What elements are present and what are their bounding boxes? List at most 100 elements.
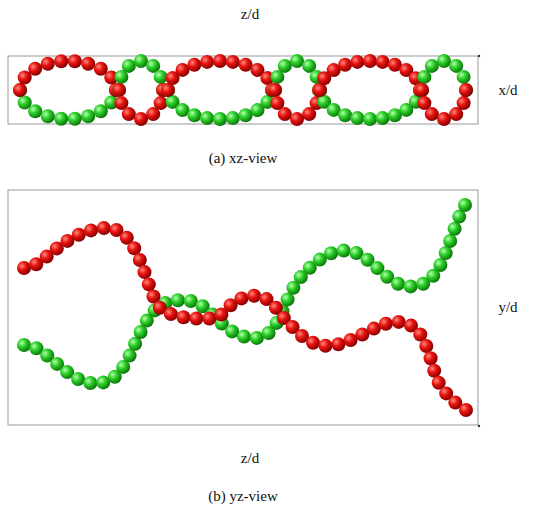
bead — [200, 111, 214, 125]
bead — [239, 58, 253, 72]
bead — [278, 107, 292, 121]
bead — [13, 83, 27, 97]
panel-caption: (a) xz-view — [207, 150, 280, 167]
chain-bond — [24, 205, 465, 383]
bead — [457, 70, 471, 84]
bead — [376, 111, 390, 125]
chain-bond — [20, 90, 116, 119]
bead — [200, 55, 214, 69]
bead — [17, 338, 31, 352]
bead — [225, 324, 239, 338]
bead — [213, 112, 227, 126]
bead — [268, 83, 282, 97]
bead — [459, 403, 473, 417]
bead — [112, 83, 126, 97]
bead — [425, 107, 439, 121]
chain-bond — [20, 61, 116, 90]
bead — [331, 337, 345, 351]
bead — [391, 277, 405, 291]
bead — [13, 83, 27, 97]
corner-dot — [478, 425, 480, 427]
bead — [427, 364, 441, 378]
chain-bond — [24, 228, 466, 410]
bead — [41, 57, 55, 71]
bead — [439, 246, 453, 260]
bead — [338, 58, 352, 72]
bead — [415, 83, 429, 97]
bead — [41, 109, 55, 123]
panel-caption: (b) yz-view — [206, 488, 280, 505]
bead — [68, 54, 82, 68]
bead — [376, 55, 390, 69]
bead — [134, 54, 148, 68]
bead — [247, 289, 261, 303]
bead — [392, 315, 406, 329]
bead — [226, 111, 240, 125]
bead — [161, 83, 175, 97]
bead — [71, 372, 85, 386]
bead — [213, 54, 227, 68]
bead — [72, 228, 86, 242]
bead — [122, 107, 136, 121]
bead — [433, 258, 447, 272]
bead — [54, 112, 68, 126]
bead — [84, 223, 98, 237]
bead — [83, 376, 97, 390]
bead — [171, 293, 185, 307]
bead — [28, 62, 42, 76]
bead — [448, 222, 462, 236]
bead — [268, 83, 282, 97]
bead — [404, 279, 418, 293]
bead — [459, 83, 473, 97]
bead — [54, 54, 68, 68]
bead — [226, 55, 240, 69]
bead — [319, 339, 333, 353]
bead — [187, 58, 201, 72]
bead — [189, 312, 203, 326]
bead — [278, 59, 292, 73]
bead — [154, 70, 168, 84]
bead — [424, 351, 438, 365]
bead — [164, 307, 178, 321]
bead — [176, 63, 190, 77]
bead — [363, 54, 377, 68]
bead — [379, 317, 393, 331]
bead — [367, 322, 381, 336]
bead — [28, 104, 42, 118]
bead — [154, 96, 168, 110]
panel-frame — [8, 190, 478, 425]
bead — [443, 234, 457, 248]
axis-label: z/d — [239, 6, 261, 23]
corner-dot — [478, 55, 480, 57]
bead — [338, 108, 352, 122]
bead — [134, 112, 148, 126]
bead-chains — [13, 54, 473, 417]
bead — [122, 59, 136, 73]
bead — [337, 244, 351, 258]
bead — [457, 96, 471, 110]
bead — [177, 310, 191, 324]
bead — [290, 112, 304, 126]
bead — [437, 54, 451, 68]
bead — [187, 108, 201, 122]
axis-label: y/d — [496, 299, 519, 316]
bead — [290, 54, 304, 68]
bead — [306, 336, 320, 350]
bead — [459, 83, 473, 97]
bead — [176, 103, 190, 117]
bead — [437, 112, 451, 126]
bead — [350, 55, 364, 69]
bead — [138, 265, 152, 279]
bead — [235, 291, 249, 305]
bead — [458, 198, 472, 212]
bead — [419, 339, 433, 353]
bead — [68, 112, 82, 126]
bead — [97, 221, 111, 235]
bead — [17, 261, 31, 275]
bead — [415, 83, 429, 97]
bead — [425, 59, 439, 73]
bead — [324, 246, 338, 260]
bead — [133, 253, 147, 267]
bead — [350, 111, 364, 125]
